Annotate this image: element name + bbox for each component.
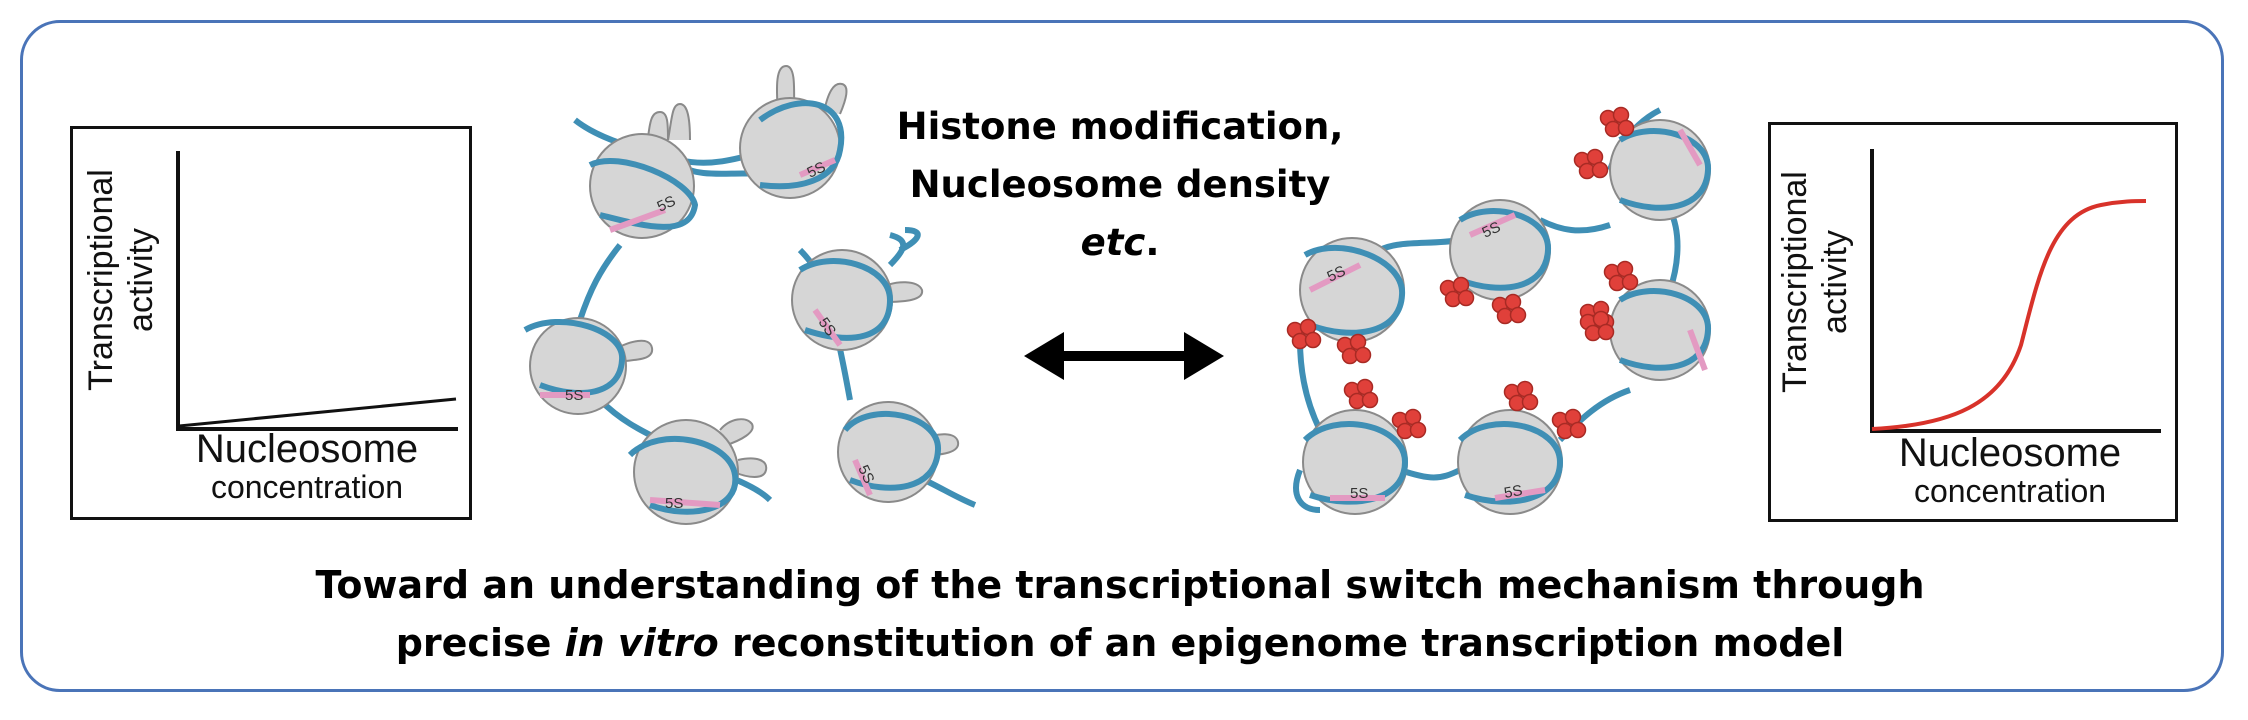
caption-line2-end: reconstitution of an epigenome transcrip…: [718, 621, 1845, 665]
factor-histone-modification: Histone modification,: [896, 105, 1344, 148]
figure-caption: Toward an understanding of the transcrip…: [240, 556, 2000, 672]
y-axis-label: Transcriptional activity: [1775, 147, 1855, 417]
y-label-line2: activity: [122, 228, 160, 332]
activity-line-flat: [178, 397, 457, 428]
x-axis-sublabel: concentration: [1913, 473, 2107, 509]
caption-in-vitro: in vitro: [564, 621, 719, 665]
etc-period: .: [1145, 221, 1160, 264]
center-factors-text: Histone modification, Nucleosome density…: [860, 98, 1380, 272]
x-axis-label: Nucleosome: [195, 427, 419, 471]
caption-line2: precise in vitro reconstitution of an ep…: [240, 614, 2000, 672]
y-label-line1: Transcriptional: [1776, 171, 1814, 393]
graph-low-activity: Transcriptional activity Nucleosome conc…: [70, 126, 472, 520]
graph-switch-activity: Transcriptional activity Nucleosome conc…: [1768, 122, 2178, 522]
y-label-line2: activity: [1816, 230, 1854, 334]
etc-italic: etc: [1080, 221, 1146, 264]
activity-switch-curve: [1871, 199, 2147, 431]
caption-line2-start: precise: [395, 621, 565, 665]
x-axis-label: Nucleosome: [1898, 431, 2122, 475]
graph-switch-activity-axes: [1870, 149, 2161, 433]
y-axis-label: Transcriptional activity: [81, 145, 161, 415]
y-label-line1: Transcriptional: [82, 169, 120, 391]
caption-line1: Toward an understanding of the transcrip…: [315, 563, 1925, 607]
factor-nucleosome-density: Nucleosome density: [909, 163, 1331, 206]
graph-low-activity-axes: [176, 151, 458, 431]
x-axis-sublabel: concentration: [210, 469, 404, 505]
factor-etc: etc.: [860, 214, 1380, 272]
